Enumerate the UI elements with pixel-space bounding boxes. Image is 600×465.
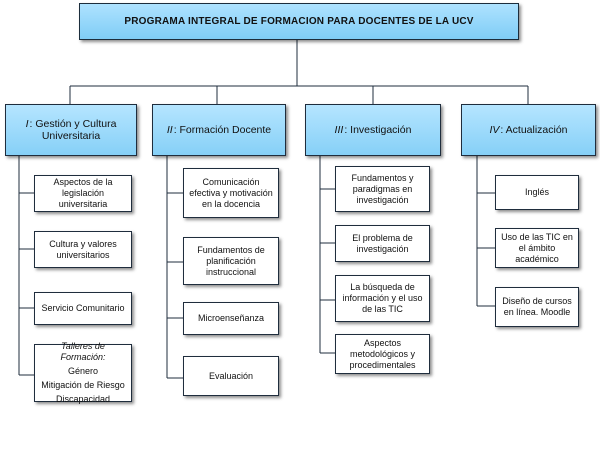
node-comunicacion-efectiva: Comunicación efectiva y motivación en la… <box>183 168 279 218</box>
column-header-1: I: Gestión y Cultura Universitaria <box>5 104 137 156</box>
node-aspectos-legislacion: Aspectos de la legislación universitaria <box>34 175 132 212</box>
node-text: Diseño de cursos en línea. Moodle <box>502 296 572 317</box>
node-text: Comunicación efectiva y motivación en la… <box>189 176 273 209</box>
column-numeral: IV <box>489 124 500 136</box>
workshop-header: Talleres de Formación: <box>60 341 106 362</box>
workshop-entry: Mitigación de Riesgo <box>41 380 125 390</box>
column-label: : Formación Docente <box>173 124 272 136</box>
column-numeral: I <box>25 118 29 130</box>
node-fundamentos-planificacion: Fundamentos de planificación instruccion… <box>183 237 279 285</box>
node-text: Fundamentos de planificación instruccion… <box>197 244 265 277</box>
node-text: Servicio Comunitario <box>41 303 125 313</box>
node-text: El problema de investigación <box>352 232 413 254</box>
node-fundamentos-paradigmas: Fundamentos y paradigmas en investigació… <box>335 166 430 212</box>
node-cultura-valores: Cultura y valores universitarios <box>34 231 132 268</box>
column-numeral: II <box>166 124 173 136</box>
node-text: Aspectos de la legislación universitaria <box>53 177 113 209</box>
node-text: Fundamentos y paradigmas en investigació… <box>351 172 414 205</box>
column-numeral: III <box>334 124 344 136</box>
diagram-title: PROGRAMA INTEGRAL DE FORMACION PARA DOCE… <box>79 3 519 40</box>
column-label: : Gestión y Cultura Universitaria <box>29 118 117 142</box>
node-ingles: Inglés <box>495 175 579 210</box>
node-uso-tic: Uso de las TIC en el ámbito académico <box>495 228 579 268</box>
node-text: Inglés <box>524 187 550 197</box>
column-label: : Investigación <box>344 124 412 136</box>
workshop-entry: Género <box>67 366 99 376</box>
node-text: Aspectos metodológicos y procedimentales <box>349 337 416 370</box>
node-diseno-cursos: Diseño de cursos en línea. Moodle <box>495 287 579 327</box>
node-evaluacion: Evaluación <box>183 356 279 396</box>
node-text: La búsqueda de información y el uso de l… <box>342 282 423 314</box>
column-label: : Actualización <box>500 124 568 136</box>
node-text: Cultura y valores universitarios <box>49 238 117 260</box>
node-problema-investigacion: El problema de investigación <box>335 225 430 262</box>
node-talleres-formacion: Talleres de Formación: Género Mitigación… <box>34 341 132 404</box>
diagram-title-text: PROGRAMA INTEGRAL DE FORMACION PARA DOCE… <box>124 16 474 27</box>
node-microensenanza: Microenseñanza <box>183 302 279 335</box>
column-header-3: III: Investigación <box>305 104 441 156</box>
node-aspectos-metodologicos: Aspectos metodológicos y procedimentales <box>335 334 430 374</box>
node-text: Uso de las TIC en el ámbito académico <box>501 231 573 264</box>
node-text: Microenseñanza <box>197 313 265 323</box>
workshop-entry: Discapacidad <box>55 394 111 404</box>
node-busqueda-informacion: La búsqueda de información y el uso de l… <box>335 275 430 322</box>
node-text: Evaluación <box>208 370 254 381</box>
column-header-2: II: Formación Docente <box>152 104 286 156</box>
node-servicio-comunitario: Servicio Comunitario <box>34 292 132 325</box>
column-header-4: IV: Actualización <box>461 104 596 156</box>
